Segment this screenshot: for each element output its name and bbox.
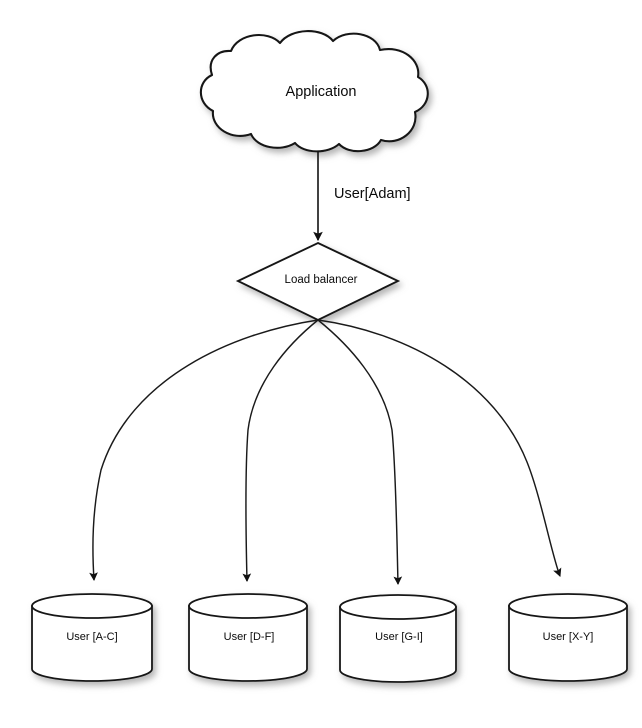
database-icon bbox=[31, 605, 153, 682]
cloud-icon bbox=[199, 30, 429, 153]
database-top-ellipse bbox=[188, 593, 308, 619]
database-top-ellipse bbox=[31, 593, 153, 619]
database-node-2[interactable] bbox=[339, 594, 457, 683]
edge-balancer-to-db-1 bbox=[242, 319, 319, 583]
cloud-node[interactable] bbox=[199, 30, 429, 153]
database-icon bbox=[508, 605, 628, 682]
edge-balancer-to-db-0 bbox=[89, 319, 319, 582]
database-icon bbox=[188, 605, 308, 682]
database-node-3[interactable] bbox=[508, 593, 628, 682]
database-icon bbox=[339, 606, 457, 683]
edge-balancer-to-db-2 bbox=[317, 319, 403, 586]
database-top-ellipse bbox=[339, 594, 457, 620]
edge-balancer-to-db-3 bbox=[317, 319, 562, 577]
load-balancer-node[interactable] bbox=[235, 241, 401, 322]
diamond-icon bbox=[235, 241, 401, 322]
database-node-1[interactable] bbox=[188, 593, 308, 682]
database-node-0[interactable] bbox=[31, 593, 153, 682]
database-top-ellipse bbox=[508, 593, 628, 619]
